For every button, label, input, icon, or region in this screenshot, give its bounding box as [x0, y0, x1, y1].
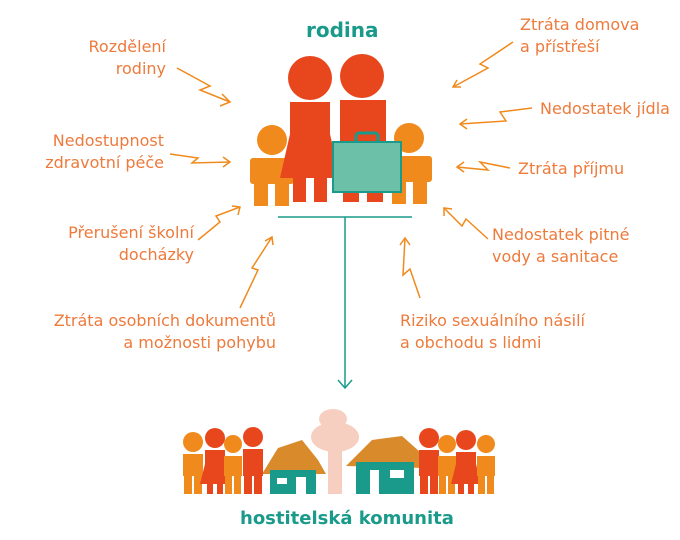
zigzag-arrow-nasili — [399, 236, 421, 299]
label-pitna-voda: Nedostatek pitné vody a sanitace — [492, 225, 630, 266]
people-left-group — [183, 427, 263, 494]
zigzag-arrow-voda — [443, 207, 489, 240]
tree-icon — [311, 409, 359, 494]
hut-left-icon — [262, 440, 326, 494]
label-osobni-dokumenty: Ztráta osobních dokumentů a možnosti poh… — [53, 311, 276, 352]
family-title: rodina — [306, 18, 379, 42]
family-illustration — [250, 54, 432, 206]
zigzag-arrow-rozdeleni — [176, 67, 232, 107]
host-community-title: hostitelská komunita — [240, 508, 454, 529]
zigzag-arrow-domov — [451, 41, 514, 88]
label-rozdeleni-rodiny: Rozdělení rodiny — [88, 37, 166, 78]
label-ztrata-domova: Ztráta domova a přístřeší — [520, 15, 640, 56]
label-zdravotni-pece: Nedostupnost zdravotní péče — [45, 131, 164, 172]
label-skolni-dochazka: Přerušení školní docházky — [68, 223, 194, 264]
label-nedostatek-jidla: Nedostatek jídla — [540, 99, 670, 118]
label-ztrata-prijmu: Ztráta příjmu — [518, 159, 625, 178]
mother-figure — [280, 56, 340, 202]
zigzag-arrow-dokumenty — [239, 235, 274, 309]
suitcase-icon — [332, 131, 402, 193]
zigzag-arrow-skolni — [197, 205, 241, 241]
label-sexualni-nasili: Riziko sexuálního násilí a obchodu s lid… — [400, 311, 585, 352]
host-community-illustration — [183, 409, 495, 494]
zigzag-arrow-zdravotni — [169, 153, 232, 168]
arrow-down-icon — [337, 379, 353, 390]
hut-right-icon — [346, 436, 426, 494]
zigzag-arrow-jidlo — [458, 107, 533, 130]
zigzag-arrow-prijem — [455, 160, 511, 173]
people-right-group — [419, 428, 495, 494]
